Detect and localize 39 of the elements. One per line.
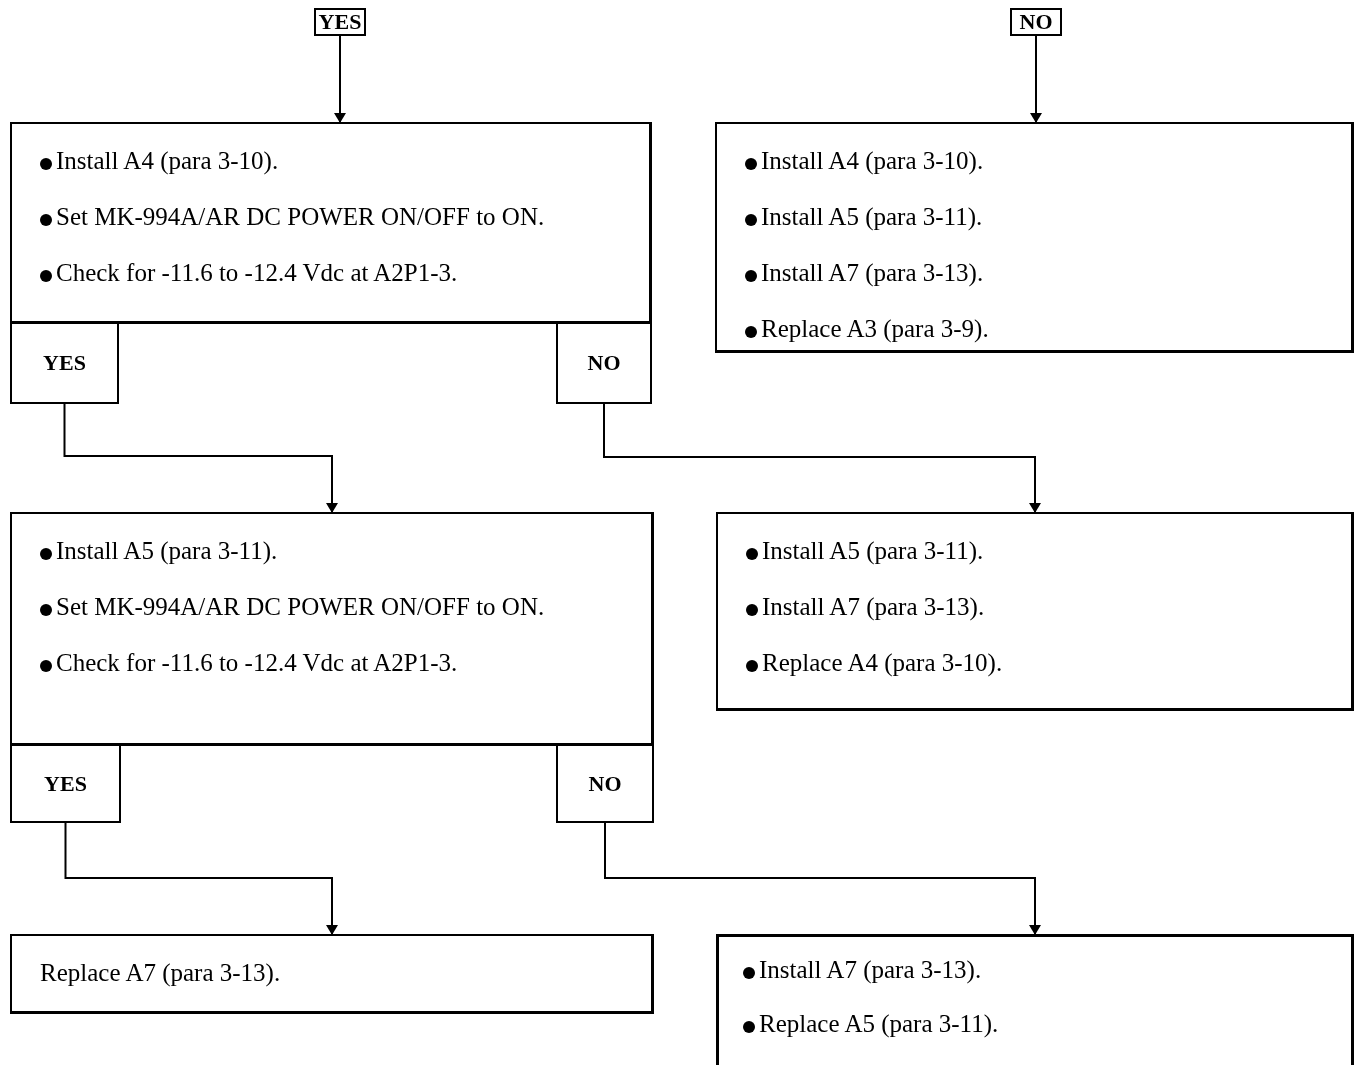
answer-tab: [10, 322, 119, 404]
answer-label: NO: [588, 769, 622, 798]
instruction-text: Install A4 (para 3-10).: [56, 146, 279, 177]
arrow: [64, 822, 338, 935]
instruction-text: Replace A3 (para 3-9).: [761, 314, 989, 345]
instruction-text: Install A5 (para 3-11).: [762, 536, 984, 567]
instruction-text: Replace A5 (para 3-11).: [759, 1009, 999, 1040]
arrow: [63, 403, 338, 513]
answer-label: YES: [44, 769, 87, 798]
instruction-text: Set MK-994A/AR DC POWER ON/OFF to ON.: [56, 592, 545, 622]
answer-tab: [556, 744, 654, 823]
answer-tab: [556, 322, 652, 404]
answer-label: NO: [587, 349, 621, 377]
answer-label: NO: [1019, 8, 1053, 36]
instruction-text: Replace A7 (para 3-13).: [40, 958, 282, 989]
instruction-text: Check for -11.6 to -12.4 Vdc at A2P1-3.: [56, 258, 458, 288]
step-box: [715, 122, 1354, 353]
arrow: [603, 403, 1041, 513]
instruction-text: Install A7 (para 3-13).: [761, 258, 984, 289]
answer-tag: [1010, 8, 1062, 36]
answer-label: YES: [318, 8, 362, 36]
step-box: [716, 512, 1354, 711]
answer-label: YES: [43, 349, 86, 377]
instruction-text: Install A5 (para 3-11).: [761, 202, 983, 233]
instruction-text: Install A4 (para 3-10).: [761, 146, 984, 177]
instruction-text: Install A7 (para 3-13).: [762, 592, 985, 623]
step-box: [10, 512, 654, 746]
step-box: [716, 934, 1354, 1065]
arrow: [604, 822, 1041, 935]
instruction-text: Install A5 (para 3-11).: [56, 536, 278, 567]
step-box: [10, 122, 652, 324]
answer-tab: [10, 744, 121, 823]
arrow: [334, 35, 346, 123]
arrow: [1030, 35, 1042, 123]
instruction-text: Replace A4 (para 3-10).: [762, 648, 1003, 679]
instruction-text: Set MK-994A/AR DC POWER ON/OFF to ON.: [56, 202, 545, 232]
instruction-text: Install A7 (para 3-13).: [759, 955, 982, 986]
instruction-text: Check for -11.6 to -12.4 Vdc at A2P1-3.: [56, 648, 458, 678]
step-box: [10, 934, 654, 1014]
